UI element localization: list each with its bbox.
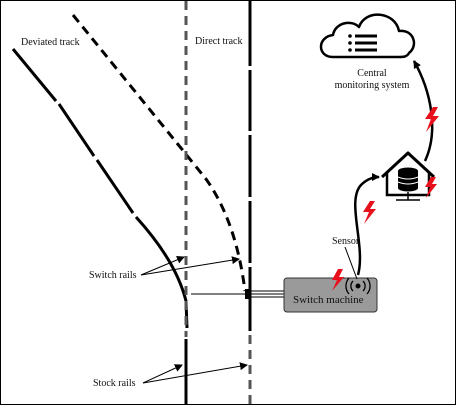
cloud-server-icon <box>319 13 416 59</box>
drive-rods <box>191 289 286 299</box>
switch-machine-label: Switch machine <box>293 294 364 306</box>
stock-rails-label: Stock rails <box>93 378 136 389</box>
database-house-icon <box>380 151 436 201</box>
direct-track-label: Direct track <box>195 36 243 47</box>
deviated-track-label: Deviated track <box>21 37 80 48</box>
stock-rails-arrows <box>142 362 248 384</box>
sensor-pointer <box>344 246 358 280</box>
switch-machine-box <box>283 277 378 313</box>
central-monitoring-label-line1: Central <box>357 68 387 79</box>
sensor-label: Sensor <box>332 236 360 247</box>
lightning-icon <box>332 107 439 291</box>
switch-rails-label: Switch rails <box>89 270 137 281</box>
sensor-to-station-link <box>354 173 380 276</box>
deviated-track-rail <box>11 48 189 329</box>
central-monitoring-label-line2: monitoring system <box>334 80 410 91</box>
switch-rails-arrows <box>140 256 240 276</box>
wireless-signal-icon <box>345 277 371 295</box>
deviated-switch-rail-dashed <box>71 14 247 292</box>
